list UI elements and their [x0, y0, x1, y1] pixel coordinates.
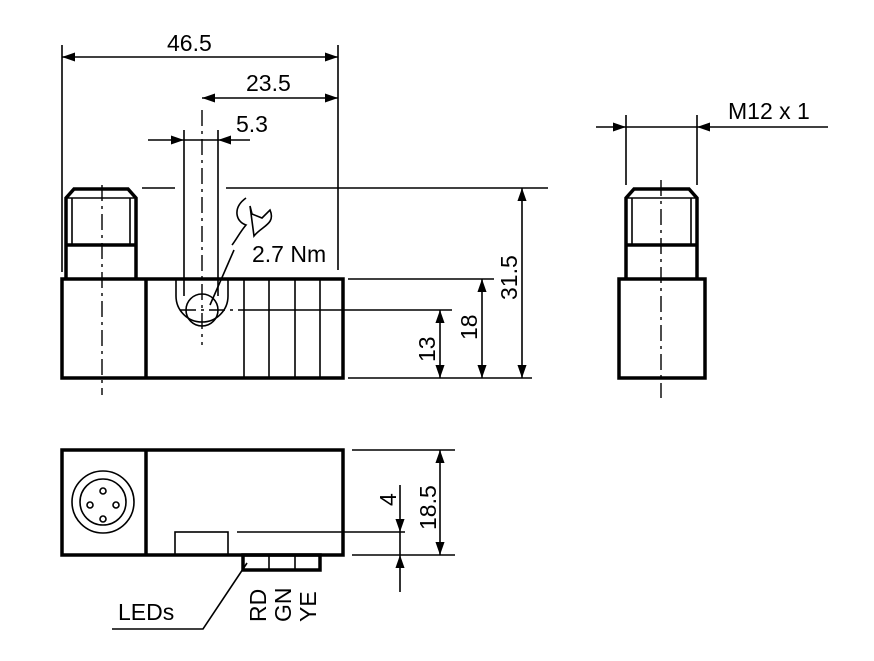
leds-label: LEDs: [118, 599, 174, 625]
connector-thread: [64, 187, 138, 279]
dim-18: 18: [456, 314, 482, 340]
connector-pins: [71, 470, 135, 534]
led-rd-label: RD: [245, 589, 271, 622]
led-gn-label: GN: [270, 588, 296, 623]
dim-18-5: 18.5: [415, 485, 441, 530]
dim-31-5: 31.5: [496, 255, 522, 300]
dim-thread: M12 x 1: [728, 98, 810, 124]
front-view: 2.7 Nm: [60, 110, 345, 395]
dim-5-3: 5.3: [236, 111, 268, 137]
mounting-slot: [175, 279, 229, 323]
dim-4: 4: [375, 493, 401, 506]
dim-23-5: 23.5: [246, 70, 291, 96]
led-ye-label: YE: [295, 591, 321, 622]
dim-46-5: 46.5: [167, 30, 212, 56]
bottom-view: 18.5 4 LEDs RD GN YE: [60, 448, 455, 630]
wrench-icon: [209, 197, 273, 306]
led-strip: [241, 553, 322, 572]
dim-13: 13: [414, 336, 440, 362]
front-dimensions: 46.5 23.5 5.3 31.5 18 13: [61, 30, 548, 379]
torque-label: 2.7 Nm: [252, 241, 326, 267]
side-view: M12 x 1: [596, 98, 828, 398]
